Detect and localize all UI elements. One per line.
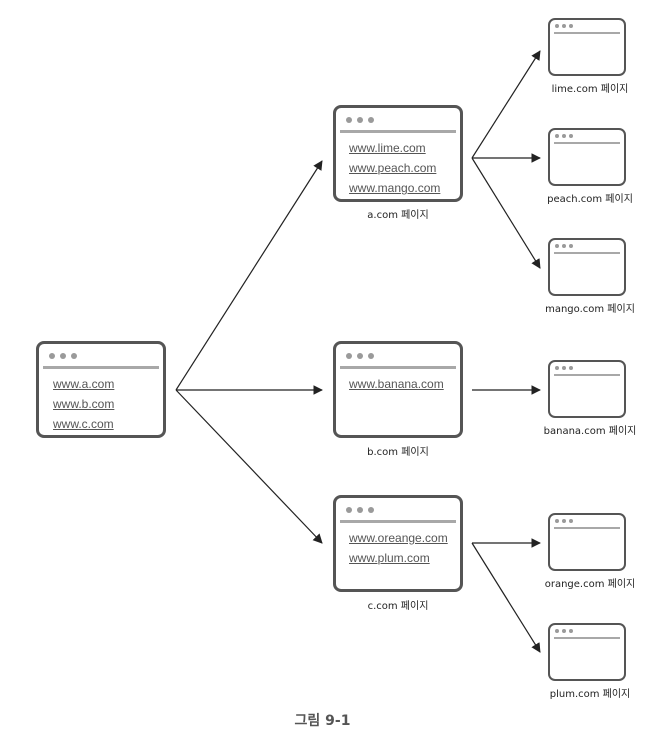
orange-page-window bbox=[548, 513, 626, 571]
root-page-window: www.a.com www.b.com www.c.com bbox=[36, 341, 166, 438]
window-address-bar bbox=[340, 130, 456, 133]
window-address-bar bbox=[554, 252, 620, 254]
a-link-lime[interactable]: www.lime.com bbox=[349, 141, 426, 155]
banana-page-window bbox=[548, 360, 626, 418]
root-link-b[interactable]: www.b.com bbox=[53, 397, 115, 411]
a-link-peach[interactable]: www.peach.com bbox=[349, 161, 437, 175]
window-dots bbox=[555, 629, 573, 633]
b-link-list: www.banana.com bbox=[349, 377, 444, 392]
plum-page-caption: plum.com 페이지 bbox=[549, 689, 631, 700]
root-link-list: www.a.com www.b.com www.c.com bbox=[53, 377, 114, 432]
plum-page-window bbox=[548, 623, 626, 681]
peach-page-window bbox=[548, 128, 626, 186]
b-link-banana[interactable]: www.banana.com bbox=[349, 377, 444, 391]
c-link-plum[interactable]: www.plum.com bbox=[349, 551, 430, 565]
mango-page-caption: mango.com 페이지 bbox=[545, 304, 635, 315]
window-dots bbox=[346, 117, 374, 123]
c-link-oreange[interactable]: www.oreange.com bbox=[349, 531, 448, 545]
banana-page-caption: banana.com 페이지 bbox=[543, 426, 637, 437]
window-address-bar bbox=[554, 32, 620, 34]
window-dots bbox=[49, 353, 77, 359]
c-page-caption: c.com 페이지 bbox=[367, 601, 429, 612]
c-page-window: www.oreange.com www.plum.com bbox=[333, 495, 463, 592]
lime-page-window bbox=[548, 18, 626, 76]
peach-page-caption: peach.com 페이지 bbox=[547, 194, 633, 205]
arrow-c-to-plum bbox=[471, 542, 541, 653]
window-address-bar bbox=[554, 374, 620, 376]
arrow-root-to-a bbox=[175, 160, 323, 391]
b-page-caption: b.com 페이지 bbox=[367, 447, 429, 458]
arrow-a-to-lime bbox=[471, 50, 541, 159]
c-link-list: www.oreange.com www.plum.com bbox=[349, 531, 448, 566]
window-address-bar bbox=[554, 142, 620, 144]
window-dots bbox=[555, 134, 573, 138]
window-dots bbox=[555, 244, 573, 248]
window-address-bar bbox=[554, 527, 620, 529]
window-dots bbox=[346, 507, 374, 513]
window-dots bbox=[346, 353, 374, 359]
window-dots bbox=[555, 519, 573, 523]
arrow-a-to-mango bbox=[471, 157, 541, 269]
arrow-root-to-c bbox=[175, 389, 323, 544]
orange-page-caption: orange.com 페이지 bbox=[544, 579, 636, 590]
b-page-window: www.banana.com bbox=[333, 341, 463, 438]
window-address-bar bbox=[340, 366, 456, 369]
root-link-c[interactable]: www.c.com bbox=[53, 417, 114, 431]
a-page-window: www.lime.com www.peach.com www.mango.com bbox=[333, 105, 463, 202]
window-dots bbox=[555, 366, 573, 370]
mango-page-window bbox=[548, 238, 626, 296]
window-address-bar bbox=[340, 520, 456, 523]
window-dots bbox=[555, 24, 573, 28]
root-link-a[interactable]: www.a.com bbox=[53, 377, 115, 391]
window-address-bar bbox=[43, 366, 159, 369]
a-link-mango[interactable]: www.mango.com bbox=[349, 181, 441, 195]
figure-caption: 그림 9-1 bbox=[294, 713, 351, 729]
lime-page-caption: lime.com 페이지 bbox=[551, 84, 629, 95]
a-page-caption: a.com 페이지 bbox=[367, 210, 429, 221]
window-address-bar bbox=[554, 637, 620, 639]
a-link-list: www.lime.com www.peach.com www.mango.com bbox=[349, 141, 440, 196]
